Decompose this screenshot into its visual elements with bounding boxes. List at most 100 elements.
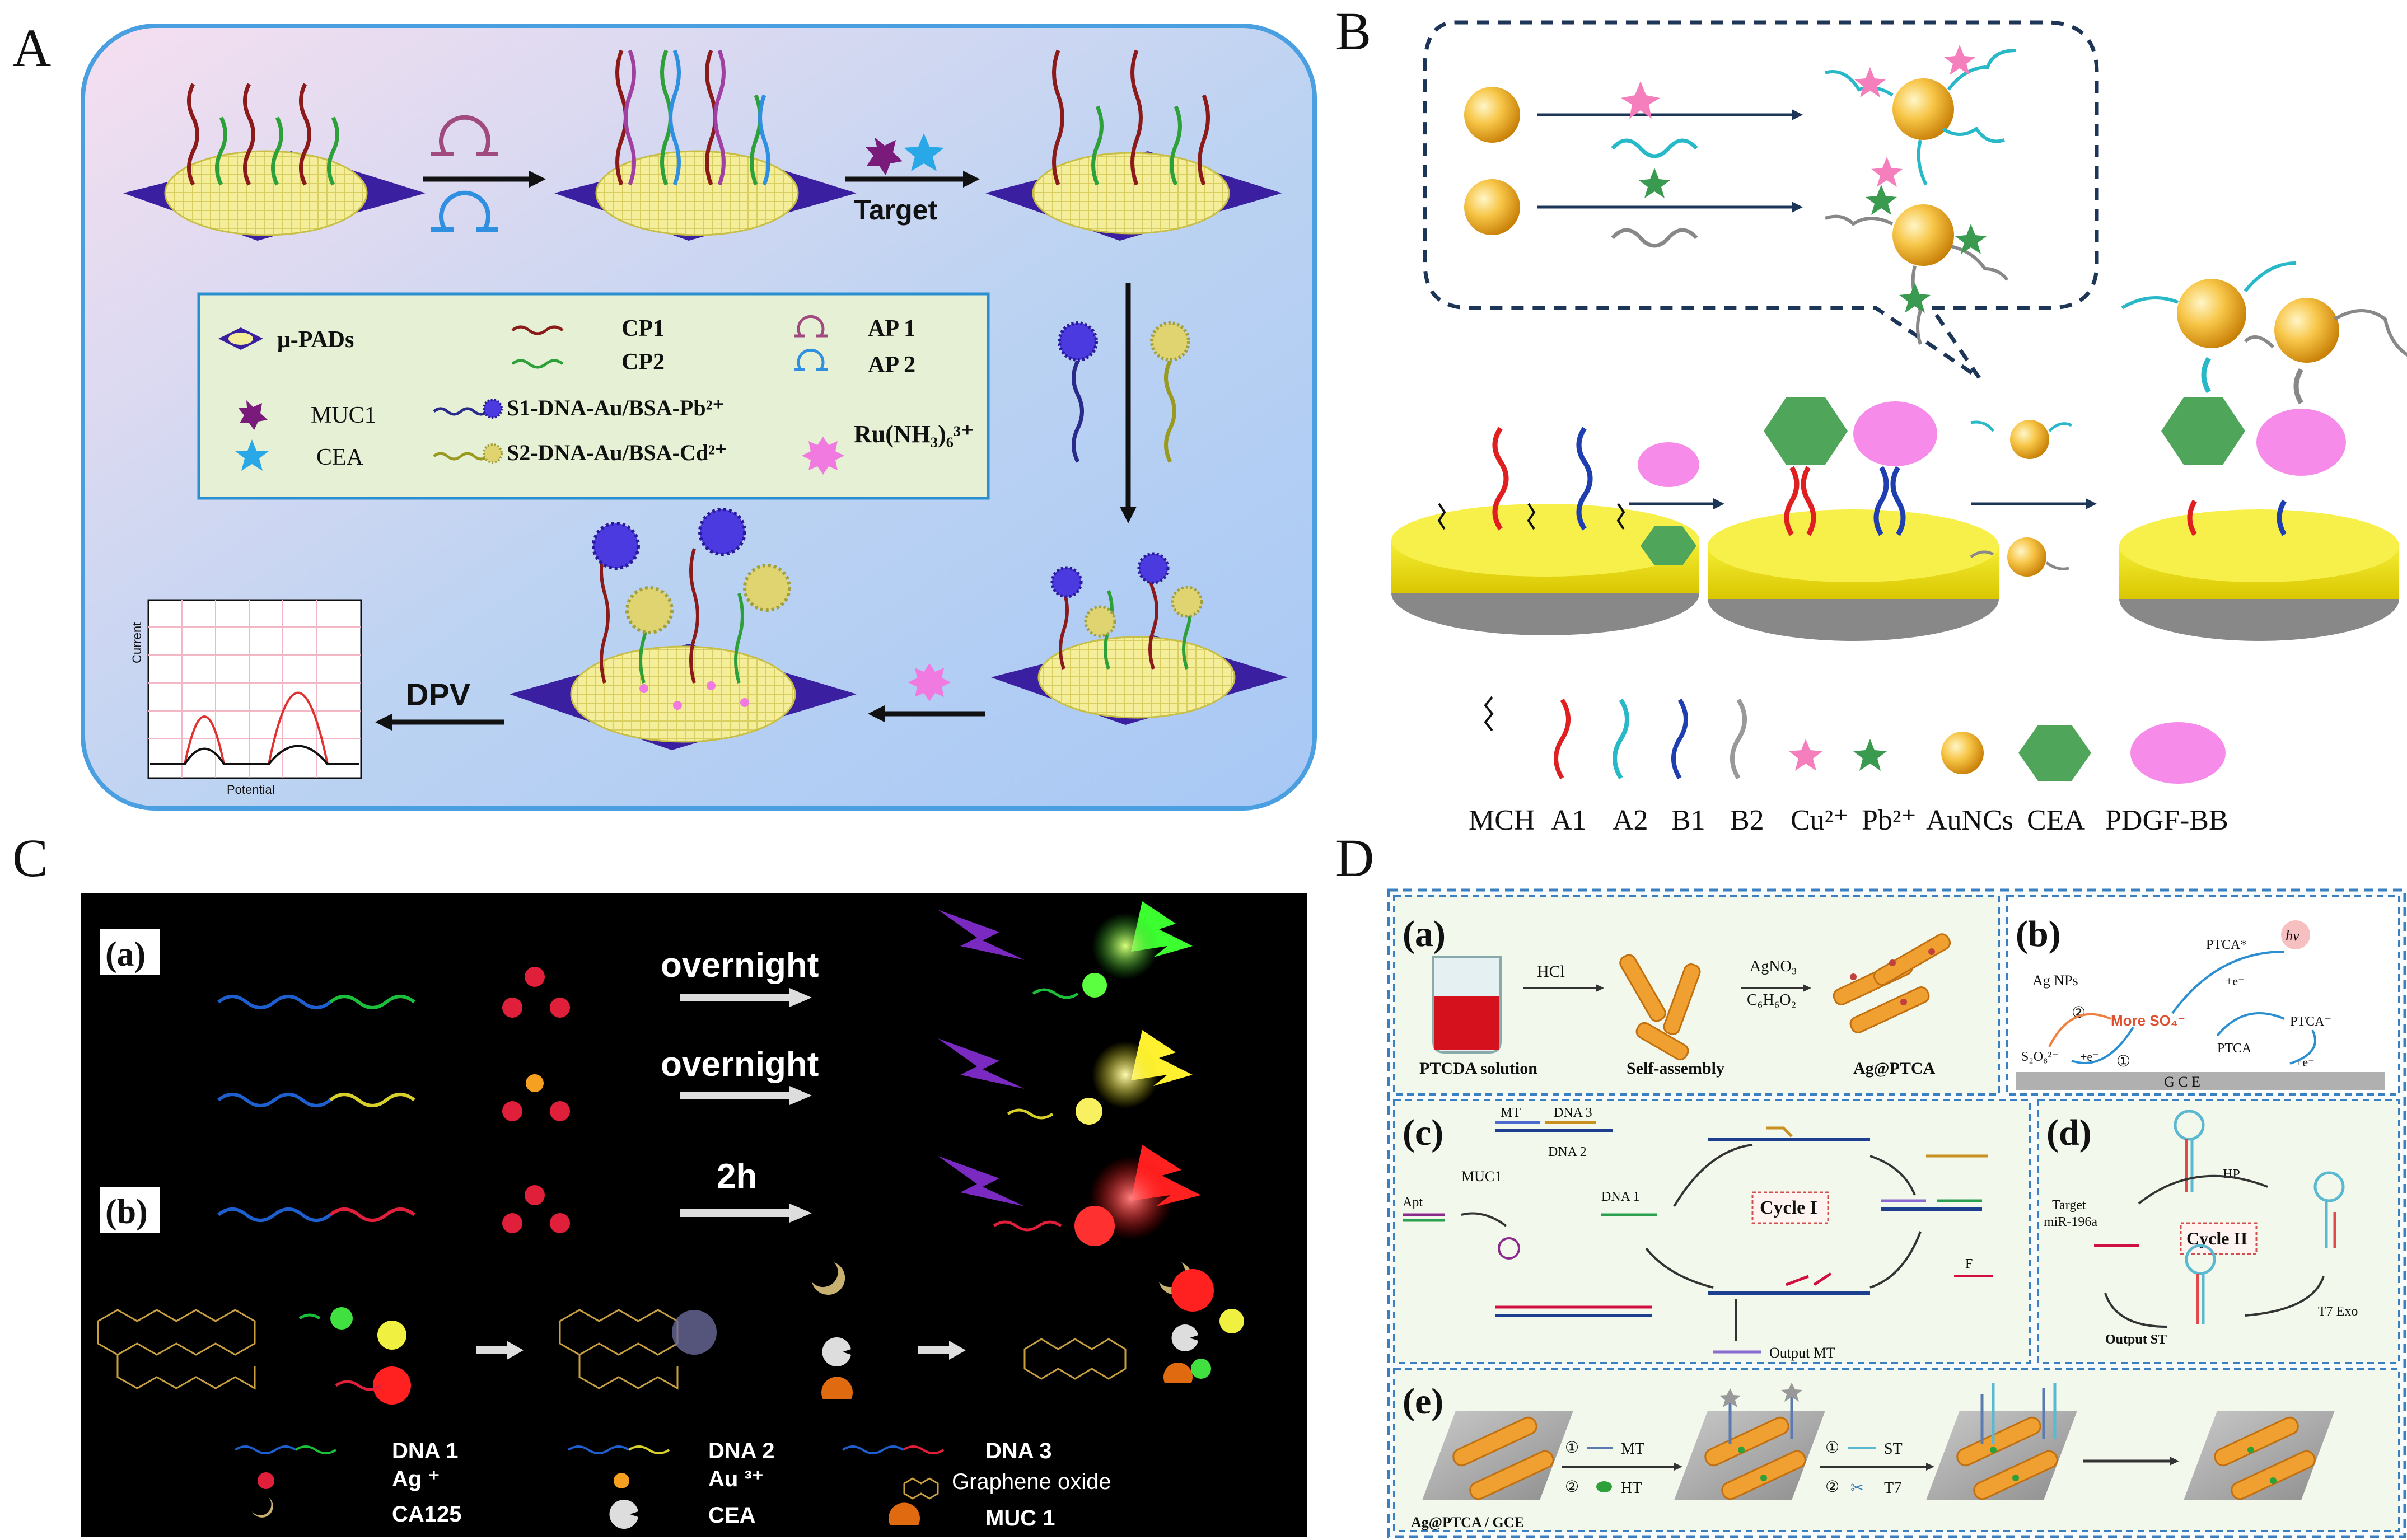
target-arrow: Target (845, 133, 980, 226)
legend-c-go: Graphene oxide (952, 1469, 1111, 1494)
d-a-self: Self-assembly (1627, 1059, 1724, 1078)
d-a-ptcda: PTCDA solution (1419, 1059, 1537, 1078)
electrode-plates (1422, 1411, 2335, 1500)
d-d-output: Output ST (2105, 1332, 2167, 1347)
panel-a-legend: μ-PADs CP1 CP2 AP 1 AP 2 MUC1 CEA S1-DNA… (197, 292, 990, 500)
legend-b-b1: B1 (1671, 804, 1705, 836)
legend-c-dna3: DNA 3 (985, 1439, 1052, 1463)
legend-c-cea: CEA (708, 1503, 755, 1528)
electrode-2 (1708, 397, 1999, 641)
d-c-dna1: DNA 1 (1601, 1190, 1640, 1204)
legend-s2: S2-DNA-Au/BSA-Cd²⁺ (507, 440, 727, 465)
dpv-label: DPV (406, 677, 470, 712)
d-c-mt: MT (1501, 1106, 1521, 1120)
panel-b-letter: B (1335, 1, 1371, 61)
dpv-curve-black (150, 745, 359, 765)
panel-a: A (12, 18, 1317, 811)
panel-d-a: (a) HCl AgNO₃ C₆H₆O₂ PTCDA solution Sel (1393, 895, 2000, 1096)
d-d-target: Target (2052, 1198, 2086, 1213)
d-e-gce: Ag@PTCA / GCE (1411, 1514, 1524, 1530)
d-a-agno3: AgNO₃ (1750, 958, 1797, 975)
panel-c-sub-b: (b) (105, 1193, 148, 1231)
panel-d-c: (c) MT DNA 3 DNA 2 Apt MUC1 DNA 1 Cycle … (1393, 1099, 2031, 1364)
aunc-2 (1464, 179, 1520, 235)
target-label: Target (854, 194, 937, 226)
legend-b-mch: MCH (1469, 804, 1535, 836)
d-a-hcl: HCl (1537, 962, 1565, 981)
pad-2 (554, 49, 857, 241)
d-c-dna2: DNA 2 (1548, 1145, 1587, 1159)
d-c-tag: (c) (1403, 1112, 1443, 1153)
panel-c-sub-a: (a) (105, 935, 146, 973)
legend-c-ag: Ag ⁺ (392, 1467, 440, 1491)
d-c-f: F (1965, 1257, 1973, 1271)
legend-cp2: CP2 (621, 349, 665, 375)
d-e-n1: ① (1565, 1439, 1579, 1457)
probes (1058, 321, 1190, 463)
d-e-t7: T7 (1884, 1480, 1901, 1497)
legend-b-b2: B2 (1730, 804, 1764, 836)
panel-c-dna-rows (217, 995, 415, 1222)
legend-muc1: MUC1 (311, 402, 376, 428)
cea-hex-small (1641, 526, 1696, 565)
panel-b: B (1335, 1, 2407, 836)
dpv-xlabel: Potential (227, 783, 275, 797)
legend-ap2: AP 2 (868, 352, 915, 378)
callout-bubble (1423, 20, 2099, 380)
panel-d: D (a) HCl AgNO₃ C₆H₆O₂ (1335, 828, 2406, 1538)
d-b-hv: hv (2286, 928, 2299, 944)
electrode-1 (1391, 427, 1699, 635)
d-b-e3: +e⁻ (2226, 974, 2245, 988)
d-c-output: Output MT (1769, 1345, 1835, 1361)
d-c-cycle: Cycle I (1760, 1197, 1817, 1218)
d-e-st: ST (1884, 1440, 1903, 1458)
dpv-ylabel: Current (130, 622, 144, 663)
d-b-n1: ① (2116, 1053, 2130, 1070)
legend-c-au: Au ³⁺ (708, 1467, 764, 1491)
panel-c-letter: C (12, 828, 48, 888)
legend-c-dna2: DNA 2 (708, 1439, 775, 1463)
pad-3 (985, 49, 1282, 241)
d-b-ptca-minus: PTCA⁻ (2290, 1014, 2331, 1029)
electrode-3 (2119, 261, 2407, 641)
legend-b-cea: CEA (2027, 804, 2085, 836)
panel-c-graphene-sequence (97, 1309, 1127, 1390)
legend-mupads: μ-PADs (277, 327, 354, 353)
scissors-icon: ✂ (1850, 1479, 1863, 1496)
dpv-plot: Current Potential (130, 599, 362, 797)
legend-b-pdgf: PDGF-BB (2105, 804, 2228, 836)
d-e-n2: ② (1565, 1478, 1579, 1496)
legend-c-muc1: MUC 1 (985, 1506, 1055, 1530)
d-a-tag: (a) (1403, 914, 1446, 954)
d-b-ptca: PTCA (2217, 1041, 2252, 1056)
legend-c-dna1: DNA 1 (392, 1439, 459, 1463)
legend-c-ca125: CA125 (392, 1502, 462, 1527)
cea-star-icon (904, 133, 944, 171)
d-e-ht: HT (1621, 1480, 1642, 1497)
legend-b-a1: A1 (1551, 804, 1587, 836)
legend-b-aunc: AuNCs (1926, 804, 2013, 836)
d-c-dna3: DNA 3 (1554, 1106, 1592, 1120)
d-c-muc1: MUC1 (1461, 1168, 1502, 1185)
d-e-n3: ① (1825, 1439, 1839, 1457)
aunc-1 (1464, 87, 1520, 143)
panel-d-e: (e) (1393, 1368, 2400, 1532)
legend-ap1: AP 1 (868, 316, 915, 341)
legend-s1: S1-DNA-Au/BSA-Pb²⁺ (507, 395, 725, 420)
legend-cp1: CP1 (621, 316, 665, 341)
panel-c-emissions (938, 901, 1201, 1246)
panel-b-legend: MCH A1 A2 B1 B2 Cu²⁺ Pb²⁺ AuNCs CEA PDGF… (1469, 696, 2228, 836)
d-e-mt: MT (1621, 1440, 1644, 1458)
legend-b-a2: A2 (1613, 804, 1648, 836)
panel-c-arrows: overnight overnight 2h (661, 946, 819, 1223)
muc1-icon (865, 137, 903, 175)
panel-d-letter: D (1335, 828, 1374, 888)
panel-c-ions (502, 967, 570, 1233)
d-e-tag: (e) (1403, 1381, 1443, 1422)
d-b-ptca-star: PTCA* (2206, 938, 2247, 952)
d-b-more: More SO₄⁻ (2111, 1012, 2185, 1029)
dpv-curve-red (150, 691, 359, 765)
pad-5 (510, 508, 857, 750)
d-a-c6: C₆H₆O₂ (1747, 991, 1796, 1009)
